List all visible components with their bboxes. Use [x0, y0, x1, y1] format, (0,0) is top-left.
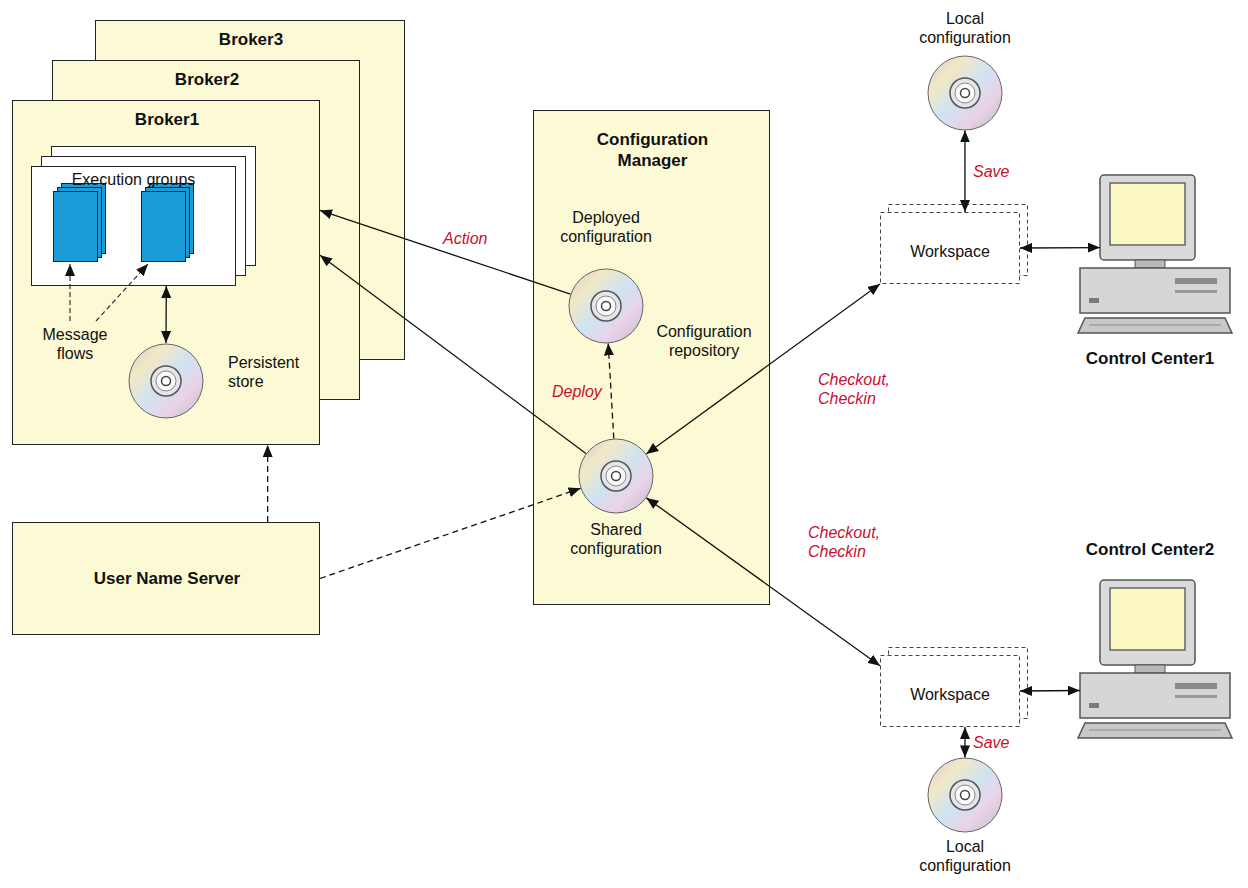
text-slot: Checkout, Checkin [818, 370, 898, 408]
node-text: Local configuration [919, 838, 1011, 874]
text-slot: Control Center2 [1065, 539, 1235, 560]
text-slot: Save [973, 733, 1009, 752]
node-text: Control Center2 [1086, 540, 1214, 559]
execution-group-sheets [31, 146, 258, 288]
node-text: Shared configuration [570, 521, 662, 557]
computer-icon [1075, 575, 1235, 740]
edge-label: Deploy [552, 383, 602, 400]
node-text: Broker3 [219, 30, 283, 49]
node-text: Execution groups [72, 171, 196, 188]
text-slot: Control Center1 [1065, 348, 1235, 369]
node-text: Configuration Manager [597, 130, 708, 170]
control-center: Control Center1 [1075, 170, 1235, 335]
connector-arrow [964, 727, 965, 758]
connector-arrow [165, 286, 167, 343]
text-slot: Local configuration [905, 837, 1025, 875]
text-slot: Broker2 [53, 69, 361, 90]
part-label: Configuration repository [656, 323, 751, 359]
dashed-connector [608, 343, 614, 438]
node-text: Deployed configuration [560, 209, 652, 245]
edge-label: Checkout, Checkin [808, 524, 880, 560]
node-text: Workspace [910, 243, 990, 260]
local-config-disk: Local configuration [927, 757, 1003, 833]
config-disk: Deployed configuration [568, 268, 644, 344]
disk-icon [927, 757, 1003, 833]
node-text: Broker1 [135, 110, 199, 129]
connector-arrow [1020, 690, 1080, 692]
text-slot: User Name Server [13, 568, 321, 589]
connector-arrow [1020, 247, 1100, 249]
node-text: User Name Server [94, 569, 240, 588]
dashed-connector [267, 445, 268, 522]
edge-label: Save [973, 163, 1009, 180]
connector-arrow [646, 284, 880, 454]
config-disk: Shared configuration [578, 438, 654, 514]
text-slot: Save [973, 162, 1009, 181]
edge-label: Checkout, Checkin [818, 371, 890, 407]
text-slot: Deploy [552, 382, 602, 401]
server-box: User Name Server [12, 522, 320, 635]
text-slot: Shared configuration [556, 520, 676, 558]
disk-icon [927, 55, 1003, 131]
text-slot: Checkout, Checkin [808, 523, 888, 561]
text-slot: Workspace [880, 242, 1020, 261]
disk-icon [128, 343, 204, 419]
text-slot: Action [443, 229, 487, 248]
dashed-connector [320, 488, 581, 578]
persistent-store-disk: Persistent store [128, 343, 204, 419]
text-slot: Persistent store [228, 353, 318, 391]
text-slot: Deployed configuration [546, 208, 666, 246]
workspace-box: Workspace [880, 212, 1020, 284]
connector-arrow [320, 210, 570, 294]
node-text: Persistent store [228, 354, 299, 390]
control-center: Control Center2 [1075, 575, 1235, 740]
text-slot: Message flows [35, 325, 115, 363]
connector-arrow [646, 498, 880, 666]
disk-icon [568, 268, 644, 344]
text-slot: Configuration repository [648, 322, 760, 360]
connector-arrow [964, 131, 965, 213]
text-slot: Local configuration [905, 9, 1025, 47]
computer-icon [1075, 170, 1235, 335]
broker-box: Broker1Execution groupsPersistent store [12, 100, 320, 445]
leader-line [96, 264, 148, 321]
text-slot: Configuration Manager [574, 129, 731, 171]
edge-label: Action [443, 230, 487, 247]
text-slot: Execution groups [31, 170, 236, 189]
node-text: Workspace [910, 686, 990, 703]
node-text: Control Center1 [1086, 349, 1214, 368]
connector-arrow [320, 255, 586, 453]
leader-line [69, 264, 70, 321]
disk-icon [578, 438, 654, 514]
node-text: Local configuration [919, 10, 1011, 46]
text-slot: Workspace [880, 685, 1020, 704]
node-text: Broker2 [175, 70, 239, 89]
local-config-disk: Local configuration [927, 55, 1003, 131]
text-slot: Broker1 [13, 109, 321, 130]
part-label: Message flows [43, 326, 108, 362]
text-slot: Broker3 [96, 29, 406, 50]
execution-groups: Execution groups [31, 166, 236, 286]
workspace-box: Workspace [880, 655, 1020, 727]
edge-label: Save [973, 734, 1009, 751]
